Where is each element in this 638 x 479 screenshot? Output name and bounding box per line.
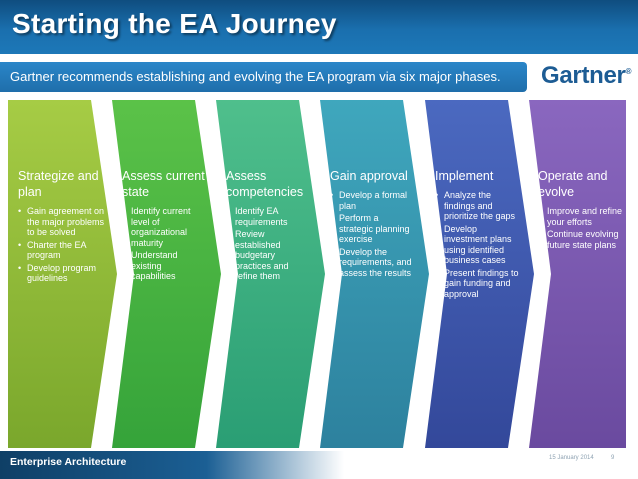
phase-bullets: Analyze the findings and prioritize the … [435, 190, 521, 299]
phase-title: Implement [435, 169, 494, 183]
phase-bullet: Develop program guidelines [18, 263, 106, 284]
registered-mark: ® [625, 67, 632, 76]
phase-bullet: Continue evolving future state plans [538, 229, 628, 250]
phase-column-2: Assess current state Identify current le… [122, 168, 208, 284]
phase-bullet: Identify EA requirements [226, 206, 310, 227]
phase-column-3: Assess competencies Identify EA requirem… [226, 168, 310, 284]
phase-bullet: Develop a formal plan [330, 190, 414, 211]
phase-bullet: Analyze the findings and prioritize the … [435, 190, 521, 222]
phase-bullets: Identify current level of organizational… [122, 206, 208, 282]
logo-text: Gartner [541, 62, 626, 89]
phase-title: Strategize and plan [18, 169, 99, 199]
gartner-logo: Gartner® [541, 62, 631, 90]
phase-bullet: Perform a strategic planning exercise [330, 213, 414, 245]
phase-column-5: Implement Analyze the findings and prior… [435, 168, 521, 301]
page-title: Starting the EA Journey [12, 8, 337, 39]
phase-bullet: Charter the EA program [18, 240, 106, 261]
phase-bullet: Identify current level of organizational… [122, 206, 208, 248]
phase-bullets: Improve and refine your efforts Continue… [538, 206, 628, 250]
phase-bullets: Develop a formal plan Perform a strategi… [330, 190, 414, 278]
footer-label: Enterprise Architecture [10, 456, 127, 468]
phase-bullet: Gain agreement on the major problems to … [18, 206, 106, 238]
footer-bar [0, 451, 344, 479]
phase-bullet: Present findings to gain funding and app… [435, 268, 521, 300]
phase-title: Operate and evolve [538, 169, 608, 199]
phase-bullet: Review established budgetary practices a… [226, 229, 310, 282]
footer-date: 15 January 2014 [549, 455, 594, 461]
phase-title: Gain approval [330, 169, 408, 183]
phase-column-1: Strategize and plan Gain agreement on th… [18, 168, 106, 286]
subtitle-banner: Gartner recommends establishing and evol… [0, 62, 527, 92]
phase-chevron-6 [529, 100, 626, 448]
phase-bullet: Understand existing capabilities [122, 250, 208, 282]
phase-bullet: Improve and refine your efforts [538, 206, 628, 227]
phase-bullet: Develop the requirements, and assess the… [330, 247, 414, 279]
phase-column-4: Gain approval Develop a formal plan Perf… [330, 168, 414, 280]
title-bar: Starting the EA Journey [0, 0, 638, 54]
page-number: 9 [611, 455, 615, 461]
phase-title: Assess current state [122, 169, 205, 199]
phase-bullets: Identify EA requirements Review establis… [226, 206, 310, 282]
phase-bullet: Develop investment plans using identifie… [435, 224, 521, 266]
phase-title: Assess competencies [226, 169, 304, 199]
subtitle-text: Gartner recommends establishing and evol… [10, 69, 501, 84]
phase-bullets: Gain agreement on the major problems to … [18, 206, 106, 284]
phase-column-6: Operate and evolve Improve and refine yo… [538, 168, 628, 252]
